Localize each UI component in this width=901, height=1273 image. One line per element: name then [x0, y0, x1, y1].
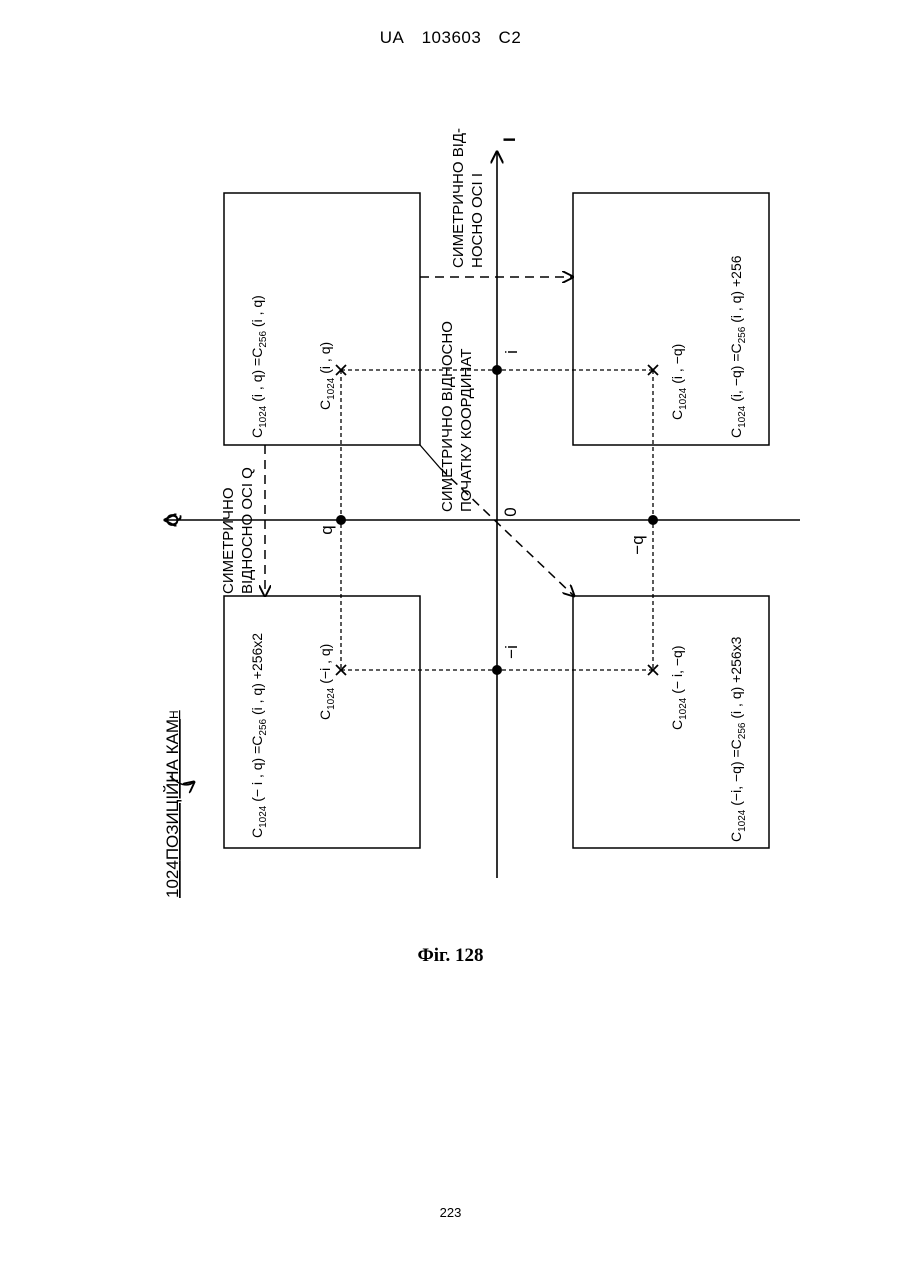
box-bl-point: C1024 (−i , q): [317, 644, 337, 720]
title-sub: Н: [167, 710, 181, 719]
box-tr-equation: C1024 (i, −q) =C256 (i , q) +256: [728, 255, 748, 438]
figure-caption: Фіг. 128: [0, 945, 901, 967]
title-main: ПОЗИЦІЙНА КАМ: [163, 719, 182, 860]
sym-origin-text-1: СИМЕТРИЧНО ВІДНОСНО: [439, 321, 456, 512]
box-br-point: C1024 (− i, −q): [669, 645, 689, 730]
title-prefix: 1024: [163, 860, 182, 898]
dot-i: [492, 365, 502, 375]
sym-i-text-1: СИМЕТРИЧНО ВІД-: [450, 128, 467, 268]
neg-q-label: −q: [628, 535, 647, 554]
axis-q-label: Q: [163, 513, 182, 526]
neg-i-label: −i: [502, 645, 521, 659]
svg-text:1024ПОЗИЦІЙНА КАМН: 1024ПОЗИЦІЙНА КАМН: [163, 710, 182, 898]
sym-i-text-2: НОСНО ОСІ I: [469, 173, 486, 268]
dot-q: [336, 515, 346, 525]
dot-neg-i: [492, 665, 502, 675]
figure-title: 1024ПОЗИЦІЙНА КАМН: [163, 710, 182, 898]
box-tl-point: C1024 (i , q): [317, 342, 337, 410]
sym-q-text-1: СИМЕТРИЧНО: [220, 487, 237, 594]
dot-neg-q: [648, 515, 658, 525]
box-bl-equation: C1024 (− i , q) =C256 (i , q) +256x2: [249, 633, 269, 838]
q-label: q: [317, 525, 336, 534]
sym-origin-text-2: ПОЧАТКУ КООРДИНАТ: [458, 349, 475, 512]
axis-i-label: I: [500, 137, 519, 142]
page-number: 223: [0, 1205, 901, 1220]
box-tr-point: C1024 (i , −q): [669, 344, 689, 420]
i-label: i: [502, 350, 521, 354]
leader-line: [420, 445, 440, 468]
box-tl-equation: C1024 (i , q) =C256 (i , q): [249, 295, 269, 438]
sym-q-text-2: ВІДНОСНО ОСІ Q: [239, 467, 256, 594]
box-br-equation: C1024 (−i, −q) =C256 (i , q) +256x3: [728, 636, 748, 842]
origin-label: 0: [501, 507, 520, 516]
